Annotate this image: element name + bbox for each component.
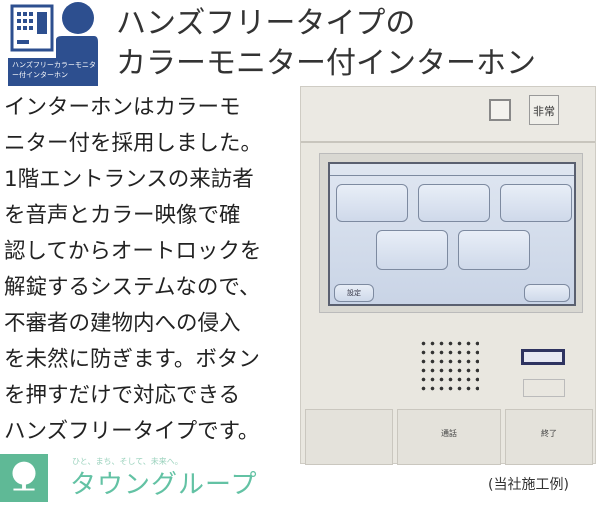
brand-name: タウングループ bbox=[70, 470, 258, 500]
talk-button: 通話 bbox=[397, 409, 501, 465]
badge-label: ハンズフリーカラーモニター付インターホン bbox=[12, 61, 96, 79]
body-line: ハンズフリータイプです。 bbox=[4, 419, 260, 444]
page-title: ハンズフリータイプの カラーモニター付インターホン bbox=[116, 4, 536, 84]
intercom-monitor-photo: 非常 設定 通話 終了 bbox=[300, 86, 596, 465]
body-line: 1階エントランスの来訪者 bbox=[4, 167, 254, 192]
body-line: を音声とカラー映像で確 bbox=[4, 203, 241, 228]
device-indicator bbox=[521, 349, 565, 365]
emergency-button: 非常 bbox=[529, 95, 559, 125]
screen-frame: 設定 bbox=[319, 153, 583, 313]
screen-button bbox=[500, 184, 572, 222]
body-line: を未然に防ぎます。ボタン bbox=[4, 347, 260, 372]
photo-caption: (当社施工例) bbox=[488, 477, 569, 493]
device-top-panel: 非常 bbox=[301, 87, 595, 143]
end-button: 終了 bbox=[505, 409, 593, 465]
description-text: インターホンはカラーモ ニター付を採用しました。 1階エントランスの来訪者 を音… bbox=[4, 90, 289, 450]
title-line-2: カラーモニター付インターホン bbox=[116, 46, 536, 81]
speaker-grille bbox=[419, 339, 479, 391]
screen-button bbox=[524, 284, 570, 302]
monitor-screen: 設定 bbox=[328, 162, 576, 306]
title-line-1: ハンズフリータイプの bbox=[116, 6, 416, 41]
screen-setting-button: 設定 bbox=[334, 284, 374, 302]
screen-button bbox=[336, 184, 408, 222]
device-small-button bbox=[489, 99, 511, 121]
device-button bbox=[305, 409, 393, 465]
device-slot bbox=[523, 379, 565, 397]
body-line: 解錠するシステムなので、 bbox=[4, 275, 261, 300]
screen-button bbox=[458, 230, 530, 270]
slogan: ひと、まち、そして、未来へ。 bbox=[72, 457, 183, 466]
screen-button bbox=[418, 184, 490, 222]
body-line: ニター付を採用しました。 bbox=[4, 131, 263, 156]
screen-header bbox=[330, 164, 574, 176]
body-line: インターホンはカラーモ bbox=[4, 95, 241, 120]
body-line: 認してからオートロックを bbox=[4, 239, 262, 264]
screen-button bbox=[376, 230, 448, 270]
body-line: を押すだけで対応できる bbox=[4, 383, 241, 408]
body-line: 不審者の建物内への侵入 bbox=[4, 311, 241, 336]
intercom-badge-icon: ハンズフリーカラーモニター付インターホン bbox=[8, 2, 100, 86]
town-group-logo bbox=[0, 454, 48, 502]
